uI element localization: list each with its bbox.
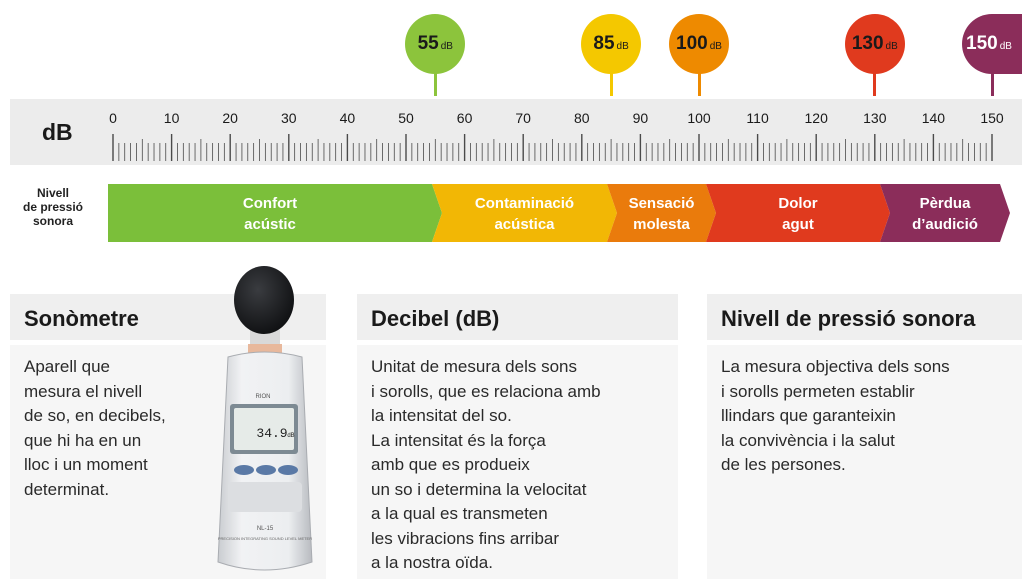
card-text-line: Aparell que: [24, 357, 111, 376]
card-text-line: amb que es produeix: [371, 455, 530, 474]
scale-tick-label: 110: [746, 110, 769, 126]
card-text-line: llindars que garanteixin: [721, 406, 896, 425]
card-text-line: mesura el nivell: [24, 381, 143, 401]
zone-label-text: Contaminació acústica: [474, 195, 575, 233]
zone-label-text: Confort acústic: [242, 195, 298, 233]
marker-unit: dB: [885, 41, 898, 52]
card-body-nivell: [707, 345, 1022, 579]
marker-unit: dB: [999, 41, 1012, 52]
card-text-line: la intensitat del so.: [371, 406, 512, 425]
zone-label-text: Pèrdua d’audició: [912, 195, 978, 233]
scale-tick-label: 80: [574, 110, 590, 126]
card-text-line: i sorolls, que es relaciona amb: [371, 381, 601, 401]
scale-tick-label: 120: [804, 110, 828, 126]
card-text-line: a la nostra oïda.: [371, 553, 493, 572]
marker-value: 150: [966, 33, 998, 54]
card-text-line: un so i determina la velocitat: [371, 479, 587, 499]
marker-value: 85: [593, 33, 615, 54]
marker-unit: dB: [616, 41, 629, 52]
zone-segment: [108, 184, 442, 242]
zone-label-text: Sensació molesta: [628, 195, 695, 233]
card-text-line: i sorolls permeten establir: [721, 381, 915, 401]
scale-tick-label: 90: [632, 110, 649, 126]
card-title-nivell: Nivell de pressió sonora: [721, 306, 976, 331]
scale-tick-label: 40: [339, 110, 356, 126]
zone-segment: [607, 184, 716, 242]
scale-tick-label: 150: [980, 110, 1004, 126]
decibel-scale-band: [10, 99, 1022, 165]
card-text-line: La intensitat és la força: [371, 430, 546, 450]
marker-stem: [433, 70, 437, 96]
scale-tick-label: 10: [163, 110, 180, 126]
scale-tick-label: 0: [109, 110, 117, 126]
scale-tick-label: 20: [222, 110, 238, 126]
card-text-line: les vibracions fins arribar: [371, 528, 560, 548]
zone-segment: [706, 184, 890, 242]
card-text-line: Unitat de mesura dels sons: [371, 357, 577, 376]
card-text-nivell: La mesura objectiva dels sons i sorolls p…: [721, 355, 950, 478]
device-caption: PRECISION INTEGRATING SOUND LEVEL METER: [218, 536, 312, 541]
marker-value: 130: [851, 33, 884, 54]
card-text-line: la convivència i la salut: [721, 430, 895, 450]
scale-tick-label: 100: [687, 110, 711, 126]
marker-stem: [990, 70, 994, 96]
card-text-line: lloc i un moment: [24, 455, 148, 474]
card-title-sonometre: Sonòmetre: [24, 306, 139, 331]
card-text-line: que hi ha en un: [24, 430, 142, 450]
marker-unit: dB: [709, 41, 722, 52]
device-model: NL-15: [257, 526, 274, 532]
card-header-nivell: [707, 294, 1022, 340]
card-title-decibel: Decibel (dB): [371, 306, 500, 331]
marker-stem: [609, 70, 613, 96]
scale-unit-label: dB: [42, 119, 73, 145]
sound-level-meter-image: RION 34.9 dB NL-15 PRECISION INTEGRATING…: [217, 266, 313, 571]
device-display-value: 34.9: [256, 426, 287, 441]
marker-stem: [697, 70, 701, 96]
zone-segment: [880, 184, 1010, 242]
card-body-decibel: [357, 345, 678, 579]
card-header-decibel: [357, 294, 678, 340]
card-text-decibel: Unitat de mesura dels sons i sorolls, que…: [371, 355, 601, 576]
marker-unit: dB: [440, 41, 453, 52]
card-text-line: a la qual es transmeten: [371, 504, 548, 523]
scale-tick-label: 140: [921, 110, 946, 126]
scale-tick-label: 70: [515, 110, 531, 126]
card-text-sonometre: Aparell que mesura el nivell de so, en dec…: [24, 355, 166, 502]
scale-tick-label: 130: [863, 110, 887, 126]
card-text-line: La mesura objectiva dels sons: [721, 357, 950, 376]
card-text-line: de so, en decibels,: [24, 406, 166, 425]
scale-tick-label: 30: [281, 110, 297, 126]
zone-label-text: Dolor agut: [778, 195, 818, 233]
card-text-line: determinat.: [24, 479, 110, 499]
device-display-unit: dB: [287, 433, 294, 439]
card-text-line: de les persones.: [721, 455, 846, 474]
zone-segment: [432, 184, 617, 242]
marker-value: 100: [676, 33, 708, 54]
device-brand: RION: [256, 394, 271, 400]
zone-row-label: Nivell de pressió sonora: [22, 186, 84, 228]
scale-tick-label: 50: [398, 110, 414, 126]
marker-value: 55: [417, 33, 439, 54]
marker-stem: [873, 70, 877, 96]
scale-tick-label: 60: [456, 110, 473, 126]
